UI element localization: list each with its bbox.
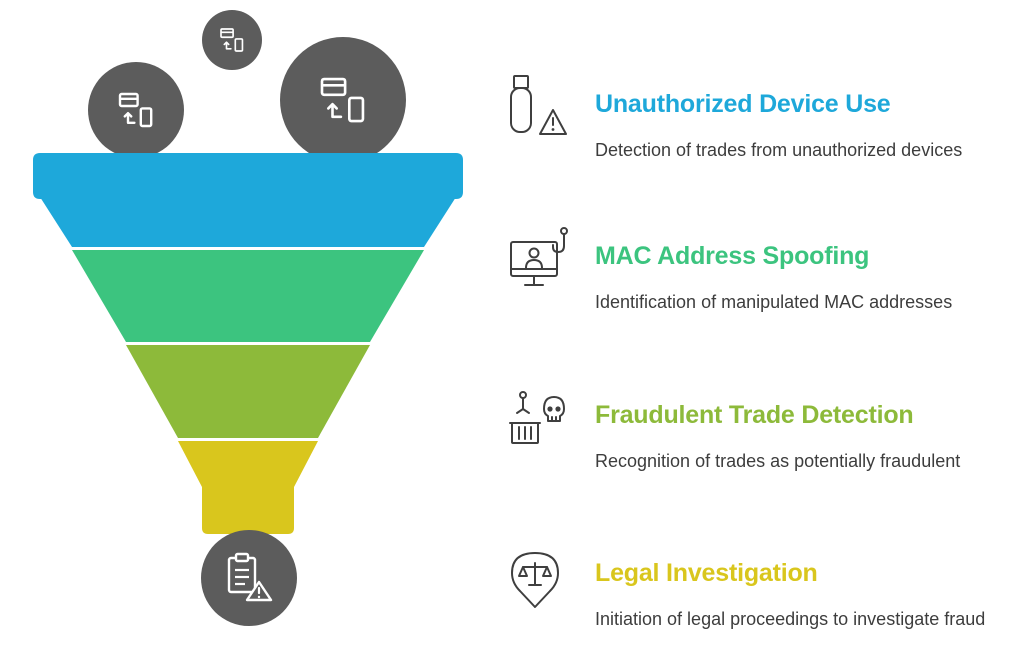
monitor-user-hook-icon (510, 227, 568, 286)
stage-description: Recognition of trades as potentially fra… (595, 451, 961, 471)
skull-basket-icon (509, 391, 565, 444)
stage-description: Detection of trades from unauthorized de… (595, 140, 963, 160)
bubble-left (88, 62, 184, 158)
bottom-bubble (201, 530, 297, 626)
stage-title: Legal Investigation (595, 559, 818, 587)
stage-title: Unauthorized Device Use (595, 90, 891, 118)
funnel-rim (33, 153, 463, 199)
stage-description: Identification of manipulated MAC addres… (595, 292, 953, 312)
bubble-small (202, 10, 262, 70)
card-to-phone-icon (220, 28, 244, 52)
funnel-diagram (33, 10, 463, 626)
bubble-large (280, 37, 406, 163)
stage-title: Fraudulent Trade Detection (595, 401, 914, 429)
stage-description: Initiation of legal proceedings to inves… (595, 609, 986, 629)
card-to-phone-icon (320, 77, 365, 123)
scales-pin-icon (511, 552, 559, 608)
usb-warning-icon (510, 75, 567, 135)
funnel-stage-3 (126, 345, 370, 438)
stage-title: MAC Address Spoofing (595, 242, 870, 270)
funnel-stage-1 (40, 197, 456, 247)
funnel-stage-2 (72, 250, 424, 342)
clipboard-warning-icon (227, 552, 273, 602)
card-to-phone-icon (118, 92, 153, 128)
funnel-stage-4 (178, 441, 318, 534)
